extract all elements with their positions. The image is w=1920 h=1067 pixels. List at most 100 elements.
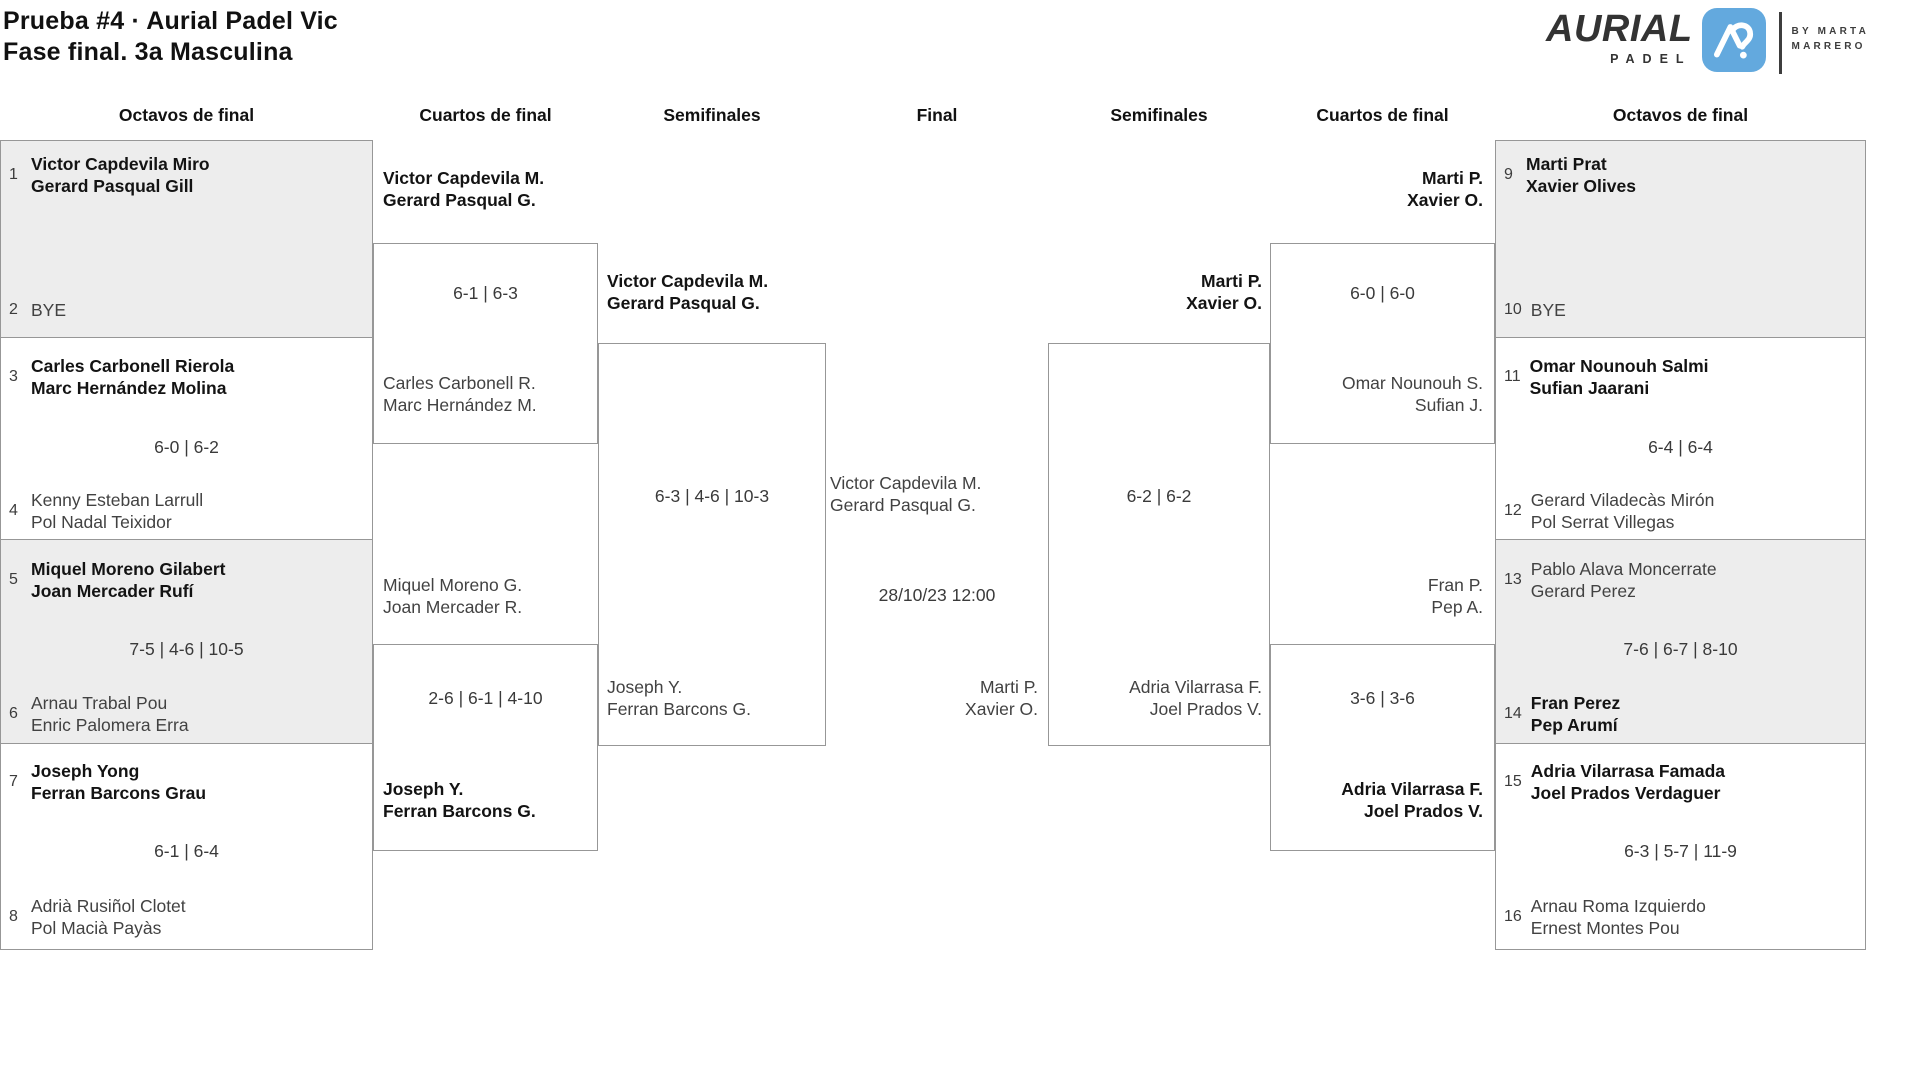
team-names: Kenny Esteban Larrull Pol Nadal Teixidor (31, 489, 203, 533)
seed-number: 11 (1504, 368, 1521, 385)
logo-byline-line1: BY MARTA (1791, 26, 1869, 37)
team-names: Miquel Moreno Gilabert Joan Mercader Ruf… (31, 558, 225, 602)
final-team-entry: Marti P. Xavier O. (826, 676, 1038, 720)
team-names: Gerard Viladecàs Mirón Pol Serrat Villeg… (1531, 489, 1715, 533)
round-header-semis-right: Semifinales (1110, 105, 1208, 125)
seed-number: 10 (1504, 301, 1522, 318)
team-entry: Marti P. Xavier O. (1050, 270, 1262, 314)
seed-number: 9 (1504, 166, 1513, 183)
team-entry: 6 Arnau Trabal Pou Enric Palomera Erra (9, 692, 368, 736)
round-header-cuartos-right: Cuartos de final (1316, 105, 1449, 125)
team-entry: 16 Arnau Roma Izquierdo Ernest Montes Po… (1504, 895, 1861, 939)
player-name: BYE (1530, 300, 1566, 320)
match-box-r-octavos-4: 15 Adria Vilarrasa Famada Joel Prados Ve… (1495, 743, 1866, 950)
seed-number: 6 (9, 705, 18, 722)
final-team-entry: Victor Capdevila M. Gerard Pasqual G. (830, 472, 981, 516)
team-entry: 1 Victor Capdevila Miro Gerard Pasqual G… (9, 153, 368, 197)
player-name: Gerard Pasqual G. (830, 495, 976, 515)
player-name: Fran Perez (1530, 693, 1621, 713)
player-name: Arnau Roma Izquierdo (1530, 896, 1706, 916)
team-entry: Carles Carbonell R. Marc Hernández M. (383, 372, 537, 416)
bracket-connector-l-cuartos-1 (373, 243, 598, 444)
team-entry: Adria Vilarrasa F. Joel Prados V. (1050, 676, 1262, 720)
player-name: Joan Mercader R. (383, 597, 523, 617)
team-names: BYE (31, 299, 66, 321)
team-names: Omar Nounouh Salmi Sufian Jaarani (1530, 355, 1709, 399)
team-entry: Joseph Y. Ferran Barcons G. (383, 778, 536, 822)
match-score: 2-6 | 6-1 | 4-10 (428, 688, 543, 708)
seed-number: 1 (9, 166, 18, 183)
player-name: Joel Prados V. (1364, 801, 1483, 821)
player-name: Victor Capdevila M. (830, 473, 982, 493)
seed-number: 15 (1504, 773, 1522, 790)
player-name: Sufian J. (1414, 395, 1483, 415)
player-name: Ferran Barcons Grau (31, 783, 207, 803)
team-entry: 5 Miquel Moreno Gilabert Joan Mercader R… (9, 558, 368, 602)
seed-number: 16 (1504, 908, 1522, 925)
player-name: Carles Carbonell Rierola (31, 356, 235, 376)
player-name: Enric Palomera Erra (31, 715, 189, 735)
team-names: Marti Prat Xavier Olives (1526, 153, 1636, 197)
team-entry: 8 Adrià Rusiñol Clotet Pol Macià Payàs (9, 895, 368, 939)
round-header-semis-left: Semifinales (663, 105, 761, 125)
round-header-cuartos-left: Cuartos de final (419, 105, 552, 125)
player-name: Ferran Barcons G. (607, 699, 751, 719)
team-entry: 9 Marti Prat Xavier Olives (1504, 153, 1861, 197)
team-entry: Victor Capdevila M. Gerard Pasqual G. (607, 270, 768, 314)
bracket-connector-l-semis (598, 343, 826, 746)
team-entry: 2 BYE (9, 299, 368, 321)
team-entry: 4 Kenny Esteban Larrull Pol Nadal Teixid… (9, 489, 368, 533)
player-name: Miquel Moreno Gilabert (31, 559, 226, 579)
player-name: Joseph Yong (31, 761, 140, 781)
seed-number: 13 (1504, 571, 1522, 588)
team-names: Carles Carbonell Rierola Marc Hernández … (31, 355, 234, 399)
match-score: 6-0 | 6-0 (1350, 283, 1415, 303)
player-name: Adria Vilarrasa F. (1129, 677, 1262, 697)
round-header-octavos-right: Octavos de final (1612, 105, 1749, 125)
team-names: Adria Vilarrasa Famada Joel Prados Verda… (1531, 760, 1725, 804)
match-score: 6-1 | 6-3 (453, 283, 518, 303)
match-box-l-octavos-3: 5 Miquel Moreno Gilabert Joan Mercader R… (0, 539, 373, 744)
match-box-l-octavos-4: 7 Joseph Yong Ferran Barcons Grau 6-1 | … (0, 743, 373, 950)
seed-number: 2 (9, 301, 18, 318)
logo-padel-text: PADEL (1610, 52, 1692, 66)
team-entry: 7 Joseph Yong Ferran Barcons Grau (9, 760, 368, 804)
team-entry: Miquel Moreno G. Joan Mercader R. (383, 574, 522, 618)
team-entry: 15 Adria Vilarrasa Famada Joel Prados Ve… (1504, 760, 1861, 804)
match-box-r-octavos-2: 11 Omar Nounouh Salmi Sufian Jaarani 6-4… (1495, 337, 1866, 540)
player-name: Marti P. (1201, 271, 1262, 291)
team-entry: Victor Capdevila M. Gerard Pasqual G. (383, 167, 544, 211)
player-name: Joel Prados Verdaguer (1530, 783, 1721, 803)
aurial-monogram-icon (1701, 8, 1766, 72)
team-names: Adrià Rusiñol Clotet Pol Macià Payàs (31, 895, 186, 939)
logo-wordmark: AURIAL PADEL (1546, 8, 1693, 66)
bracket-connector-l-cuartos-2 (373, 644, 598, 851)
team-entry: 10 BYE (1504, 299, 1861, 321)
player-name: Pep Arumí (1530, 715, 1618, 735)
round-header-octavos-left: Octavos de final (118, 105, 255, 125)
bracket-connector-r-cuartos-1 (1270, 243, 1495, 444)
page-title-line2: Fase final. 3a Masculina (3, 38, 293, 66)
player-name: Fran P. (1427, 575, 1483, 595)
player-name: Arnau Trabal Pou (31, 693, 168, 713)
team-entry: Fran P. Pep A. (1270, 574, 1483, 618)
player-name: Joseph Y. (607, 677, 683, 697)
match-score: 7-6 | 6-7 | 8-10 (1623, 639, 1738, 659)
player-name: Gerard Pasqual G. (383, 190, 536, 210)
match-score: 6-4 | 6-4 (1648, 437, 1713, 457)
player-name: Xavier Olives (1526, 176, 1636, 196)
bracket-connector-r-semis (1048, 343, 1270, 746)
seed-number: 12 (1504, 502, 1522, 519)
player-name: Ernest Montes Pou (1530, 918, 1680, 938)
match-box-l-octavos-2: 3 Carles Carbonell Rierola Marc Hernánde… (0, 337, 373, 540)
seed-number: 8 (9, 908, 18, 925)
team-names: Pablo Alava Moncerrate Gerard Perez (1531, 558, 1717, 602)
final-datetime: 28/10/23 12:00 (878, 585, 996, 605)
player-name: Pol Serrat Villegas (1530, 512, 1675, 532)
player-name: Omar Nounouh S. (1341, 373, 1483, 393)
team-entry: Adria Vilarrasa F. Joel Prados V. (1270, 778, 1483, 822)
team-names: Arnau Trabal Pou Enric Palomera Erra (31, 692, 189, 736)
team-names: Fran Perez Pep Arumí (1531, 692, 1620, 736)
player-name: Pablo Alava Moncerrate (1530, 559, 1717, 579)
